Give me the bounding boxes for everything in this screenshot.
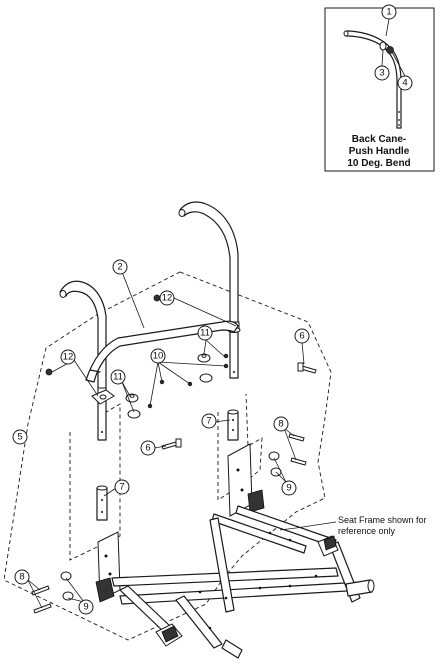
callout-label: 12	[162, 293, 173, 304]
callout-label: 1	[386, 7, 391, 18]
inset-leader-1	[385, 18, 390, 37]
callout-12-top: 12	[159, 290, 175, 306]
callout-label: 8	[278, 419, 283, 430]
callout-label: 9	[286, 483, 291, 494]
callout-9-right: 9	[281, 480, 297, 496]
inset-caption-line-3: 10 Deg. Bend	[347, 158, 410, 169]
callout-label: 12	[63, 352, 74, 363]
callout-label: 4	[402, 78, 407, 89]
callout-label: 2	[117, 262, 122, 273]
callout-6-right: 6	[294, 328, 310, 344]
nut-left	[45, 368, 53, 376]
callout-label: 7	[119, 482, 124, 493]
callout-inset-1: 1	[381, 4, 397, 20]
callout-label: 5	[17, 432, 22, 443]
callout-label: 8	[19, 572, 24, 583]
callout-label: 7	[206, 416, 211, 427]
inset-caption-line-2: Push Handle	[349, 146, 410, 157]
inset-handle-end	[343, 30, 349, 37]
callout-label: 6	[299, 331, 304, 342]
inset-hole-3	[398, 124, 400, 126]
callout-inset-4: 4	[397, 75, 413, 91]
inset-hole-1	[398, 111, 400, 113]
callout-12-left: 12	[60, 349, 76, 365]
callout-7-right: 7	[201, 413, 217, 429]
callout-inset-3: 3	[374, 65, 390, 81]
spacer-left	[125, 393, 141, 419]
inset-leader-3	[381, 49, 384, 67]
inset-caption-line-1: Back Cane-	[352, 134, 406, 145]
seat-frame-note-line-2: reference only	[338, 526, 396, 536]
inset-push-handle	[345, 30, 402, 129]
bolt-left	[161, 438, 182, 450]
left-bracket-outline	[69, 403, 121, 561]
spacer-right	[197, 353, 213, 383]
bolts-right	[288, 433, 307, 466]
callout-2: 2	[112, 259, 128, 275]
seat-frame-note-line-1: Seat Frame shown for	[338, 515, 427, 525]
callout-label: 9	[83, 602, 88, 613]
assembly-outline	[3, 271, 332, 641]
inset-hole-2	[398, 119, 400, 121]
callout-label: 10	[153, 351, 164, 362]
bolt-right	[297, 362, 317, 374]
inset-border	[324, 7, 435, 172]
callout-label: 3	[379, 68, 384, 79]
callout-7-left: 7	[114, 479, 130, 495]
callout-11-left: 11	[110, 369, 126, 385]
right-bracket-outline	[217, 393, 263, 501]
seat-frame	[95, 443, 375, 659]
callout-6-left: 6	[140, 440, 156, 456]
inset-leader-4	[391, 51, 406, 77]
callout-8-left: 8	[14, 569, 30, 585]
left-clamp	[91, 389, 115, 405]
washers-left	[60, 571, 74, 601]
inset-grip-ring	[379, 41, 387, 51]
washers-right	[268, 451, 282, 477]
callout-label: 11	[113, 372, 123, 383]
bolts-left	[31, 585, 52, 614]
inset-panel: 1 3 4 Back Cane- Push Handle 10 Deg. Ben…	[324, 4, 435, 172]
callout-label: 6	[145, 443, 150, 454]
callout-11-right: 11	[197, 325, 213, 341]
callout-8-right: 8	[273, 416, 289, 432]
callout-10: 10	[150, 348, 166, 364]
callout-9-left: 9	[78, 599, 94, 615]
callout-5: 5	[12, 429, 28, 445]
cross-brace	[85, 320, 239, 383]
callout-label: 11	[200, 328, 210, 339]
inset-collar-dot	[386, 46, 394, 54]
main-leaders	[27, 271, 337, 609]
